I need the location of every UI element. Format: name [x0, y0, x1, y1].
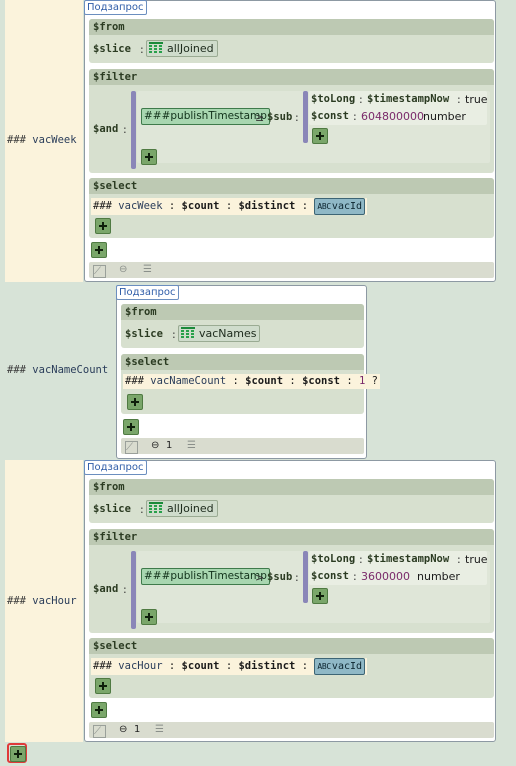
select-section: $select ### vacWeek : $count : $distinct…: [89, 178, 494, 238]
row-vacHour: [5, 460, 83, 742]
from-section: $from $slice : allJoined: [89, 479, 494, 523]
operator[interactable]: ≥: [255, 111, 265, 124]
and-condition: ###publishTimestamp > $sub : $toLong : $…: [137, 551, 490, 625]
sub-keyword: $sub: [267, 111, 293, 123]
cache-icon[interactable]: ⊖: [119, 264, 128, 275]
slice-keyword: $slice: [93, 43, 131, 55]
add-stage-button[interactable]: [91, 702, 107, 718]
from-section: $from $slice : vacNames: [121, 304, 364, 348]
add-stage-button[interactable]: [91, 242, 107, 258]
field-publishTimestamp[interactable]: ###publishTimestamp: [141, 108, 270, 125]
slice-table-vacNames[interactable]: vacNames: [178, 325, 261, 342]
and-bracket: [131, 91, 136, 169]
field-vacId[interactable]: ABCvacId: [314, 658, 366, 675]
from-keyword: $from: [93, 21, 125, 33]
subquery-footer: ⟋ ⊖ ☰: [89, 262, 494, 278]
add-select-item-button[interactable]: [95, 678, 111, 694]
select-item[interactable]: ### vacWeek : $count : $distinct : ABCva…: [91, 198, 368, 215]
select-keyword: $select: [93, 180, 138, 192]
and-condition: ###publishTimestamp ≥ $sub : $toLong : $…: [137, 91, 490, 165]
filter-section: $filter $and : ###publishTimestamp > $su…: [89, 529, 494, 633]
const-type[interactable]: number: [423, 110, 466, 123]
add-and-condition-button[interactable]: [141, 149, 157, 165]
slice-table-allJoined[interactable]: allJoined: [146, 500, 218, 517]
table-icon: [149, 502, 163, 513]
toLong-value[interactable]: true: [465, 93, 488, 106]
filter-section: $filter $and : ###publishTimestamp ≥ $su…: [89, 69, 494, 173]
cache-count: 1: [166, 440, 173, 451]
field-publishTimestamp[interactable]: ###publishTimestamp: [141, 568, 270, 585]
add-and-condition-button[interactable]: [141, 609, 157, 625]
select-section: $select ### vacNameCount : $count : $con…: [121, 354, 380, 414]
limit-icon[interactable]: ☰: [187, 440, 196, 451]
sub-bracket: [303, 551, 308, 603]
add-select-item-button[interactable]: [95, 218, 111, 234]
add-select-item-button[interactable]: [127, 394, 143, 410]
row-label-vacNameCount[interactable]: ### vacNameCount :: [7, 364, 121, 376]
sub-args: $toLong : $timestampNow : true $const : …: [309, 551, 488, 585]
filter-keyword: $filter: [93, 71, 138, 83]
disable-icon[interactable]: ⟋: [93, 725, 106, 738]
subquery-footer: ⟋ ⊖ 1 ☰: [89, 722, 494, 738]
subquery-tag[interactable]: Подзапрос: [84, 460, 147, 475]
table-icon: [181, 327, 195, 338]
cache-icon[interactable]: ⊖: [151, 440, 160, 451]
select-item[interactable]: ### vacHour : $count : $distinct : ABCva…: [91, 658, 368, 675]
row-label-vacWeek[interactable]: ### vacWeek :: [7, 134, 89, 146]
cache-icon[interactable]: ⊖: [119, 724, 128, 735]
const-value[interactable]: 604800000: [361, 110, 424, 123]
subquery-card-vacNameCount: Подзапрос $from $slice : vacNames $selec…: [116, 285, 380, 459]
and-bracket: [131, 551, 136, 629]
disable-icon[interactable]: ⟋: [93, 265, 106, 278]
disable-icon[interactable]: ⟋: [125, 441, 138, 454]
cache-count: 1: [134, 724, 141, 735]
add-sub-arg-button[interactable]: [312, 588, 328, 604]
operator[interactable]: >: [255, 571, 265, 584]
add-row-highlight: [7, 743, 27, 763]
subquery-tag[interactable]: Подзапрос: [116, 285, 179, 300]
field-vacId[interactable]: ABCvacId: [314, 198, 366, 215]
and-keyword: $and: [93, 123, 119, 135]
limit-icon[interactable]: ☰: [155, 724, 164, 735]
select-item[interactable]: ### vacNameCount : $count : $const : 1 ?: [123, 374, 380, 389]
select-section: $select ### vacHour : $count : $distinct…: [89, 638, 494, 698]
limit-icon[interactable]: ☰: [143, 264, 152, 275]
add-sub-arg-button[interactable]: [312, 128, 328, 144]
from-section: $from $slice : allJoined: [89, 19, 494, 63]
subquery-footer: ⟋ ⊖ 1 ☰: [121, 438, 364, 454]
slice-table-allJoined[interactable]: allJoined: [146, 40, 218, 57]
subquery-card-vacHour: Подзапрос $from $slice : allJoined $filt…: [84, 460, 496, 742]
subquery-tag[interactable]: Подзапрос: [84, 0, 147, 15]
sub-args: $toLong : $timestampNow : true $const : …: [309, 91, 488, 125]
row-vacWeek: [5, 0, 83, 282]
sub-bracket: [303, 91, 308, 143]
table-icon: [149, 42, 163, 53]
add-stage-button[interactable]: [123, 419, 139, 435]
subquery-card-vacWeek: Подзапрос $from $slice : allJoined $filt…: [84, 0, 496, 282]
add-row-button[interactable]: [10, 746, 26, 762]
row-label-vacHour[interactable]: ### vacHour :: [7, 595, 89, 607]
